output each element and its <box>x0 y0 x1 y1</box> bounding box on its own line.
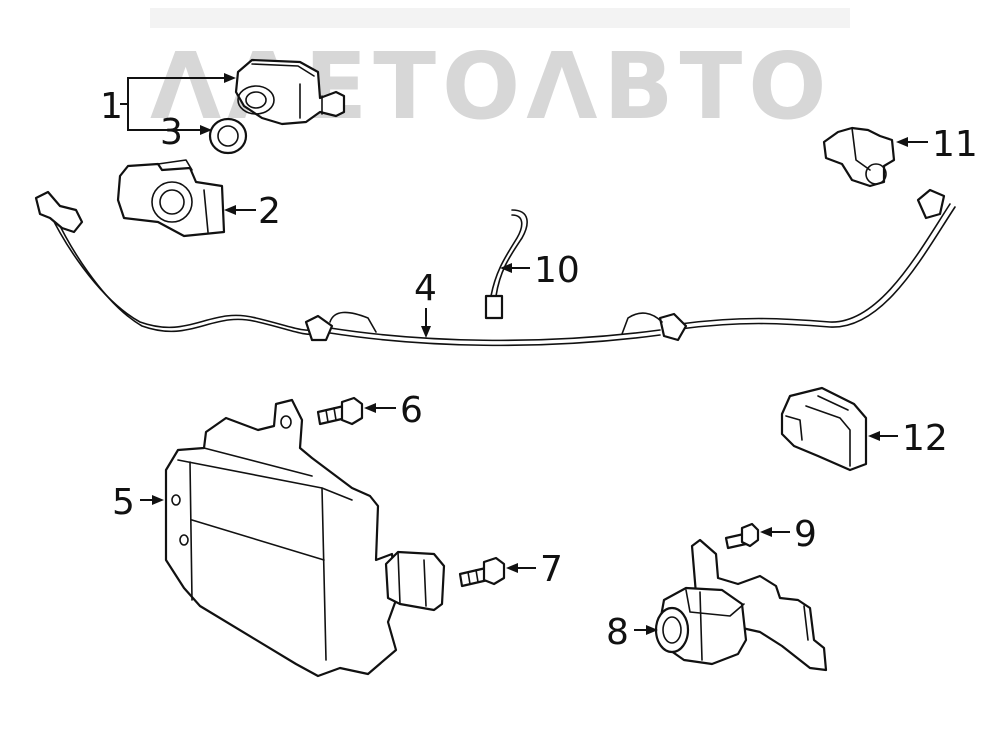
watermark-band <box>150 8 850 28</box>
leader-lines <box>120 73 928 635</box>
callout-5: 5 <box>112 482 135 523</box>
part-5-control-module <box>164 398 446 678</box>
part-4-wire-harness <box>34 188 956 347</box>
part-12-sensor-block <box>780 386 868 472</box>
callout-3: 3 <box>160 112 183 153</box>
part-9-bolt <box>724 522 760 550</box>
callout-9: 9 <box>794 514 817 555</box>
callout-6: 6 <box>400 390 423 431</box>
callout-12: 12 <box>902 418 948 459</box>
callout-labels: 1 2 3 4 5 6 7 8 9 10 11 12 <box>100 86 978 653</box>
part-2-sensor-bracket <box>116 159 226 238</box>
callout-4: 4 <box>414 268 437 309</box>
callout-11: 11 <box>932 124 978 165</box>
part-1-parking-sensor <box>234 58 346 126</box>
callout-2: 2 <box>258 191 281 232</box>
part-10-harness-lead <box>484 209 528 320</box>
part-3-sensor-retainer <box>208 117 248 155</box>
callout-10: 10 <box>534 250 580 291</box>
part-7-bolt <box>458 556 506 588</box>
callout-1: 1 <box>100 86 123 127</box>
callout-7: 7 <box>540 549 563 590</box>
part-8-camera-bracket <box>654 538 828 672</box>
part-6-bolt <box>316 396 364 426</box>
part-11-sensor <box>822 126 896 188</box>
callout-8: 8 <box>606 612 629 653</box>
